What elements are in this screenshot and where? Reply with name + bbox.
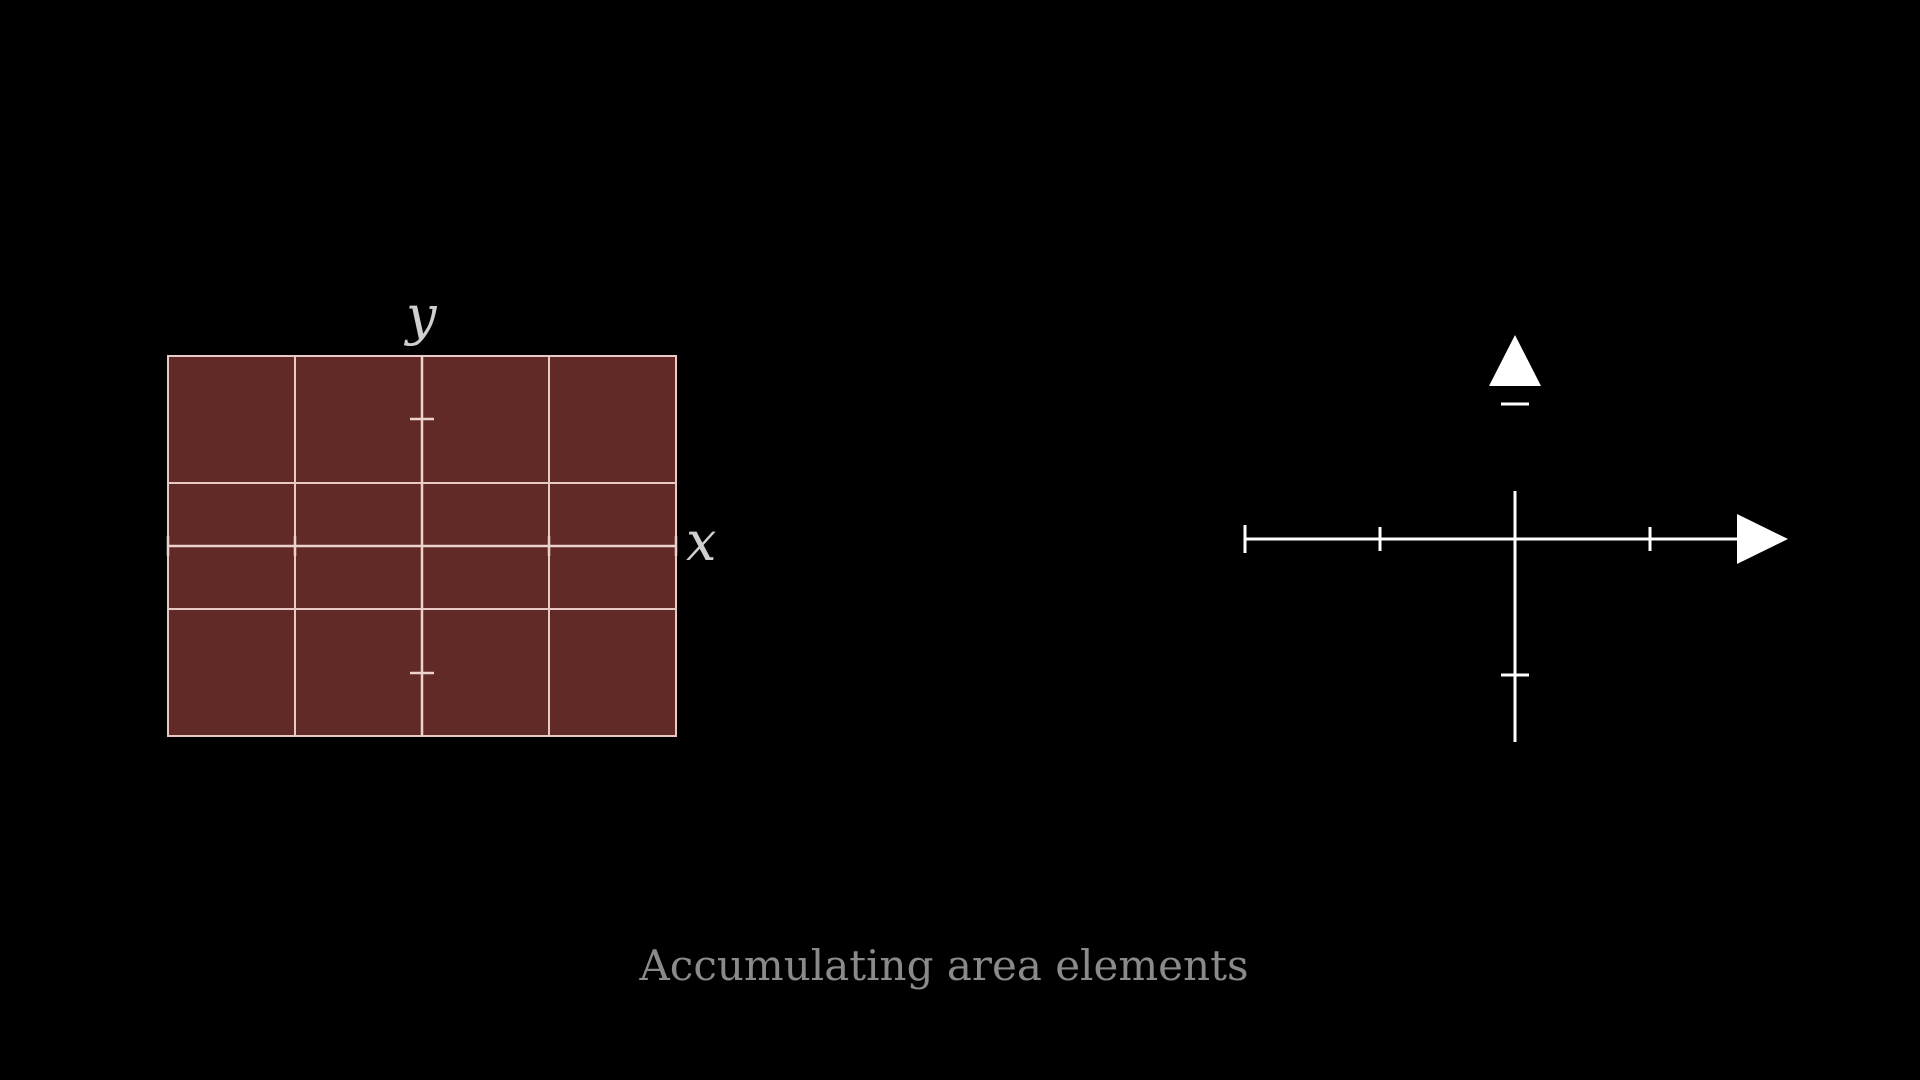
left-axes: [166, 356, 678, 736]
right-arrowhead: [1737, 514, 1788, 564]
x-axis-label: x: [686, 510, 716, 573]
right-plane: [1243, 335, 1788, 742]
caption: Accumulating area elements: [638, 941, 1248, 990]
up-arrowhead: [1489, 335, 1541, 386]
left-plane: x y: [166, 284, 716, 737]
y-axis-label: y: [404, 284, 438, 347]
